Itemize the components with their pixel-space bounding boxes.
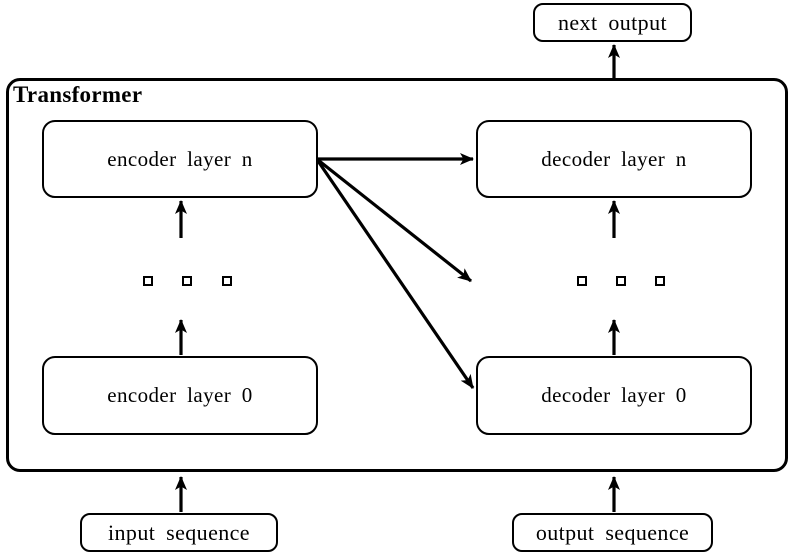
decoder-ellipsis-dot bbox=[616, 276, 626, 286]
next-output-box: next output bbox=[533, 3, 692, 42]
encoder-layer-0-box: encoder layer 0 bbox=[42, 356, 318, 435]
decoder-ellipsis-dot bbox=[577, 276, 587, 286]
decoder-ellipsis-dot bbox=[655, 276, 665, 286]
encoder-ellipsis-dot bbox=[143, 276, 153, 286]
output-sequence-label: output sequence bbox=[535, 519, 690, 545]
encoder-layer-0-label: encoder layer 0 bbox=[107, 383, 253, 407]
decoder-layer-0-box: decoder layer 0 bbox=[476, 356, 752, 435]
decoder-layer-n-label: decoder layer n bbox=[541, 146, 687, 171]
decoder-layer-n-box: decoder layer n bbox=[476, 120, 752, 198]
decoder-layer-0-label: decoder layer 0 bbox=[541, 383, 687, 407]
input-sequence-label: input sequence bbox=[108, 519, 250, 545]
encoder-layer-n-box: encoder layer n bbox=[42, 120, 318, 198]
output-sequence-box: output sequence bbox=[512, 513, 713, 552]
next-output-label: next output bbox=[557, 9, 667, 35]
encoder-ellipsis-dot bbox=[182, 276, 192, 286]
encoder-ellipsis-dot bbox=[222, 276, 232, 286]
input-sequence-box: input sequence bbox=[80, 513, 278, 552]
encoder-layer-n-label: encoder layer n bbox=[107, 146, 253, 171]
transformer-title: Transformer bbox=[13, 82, 143, 107]
